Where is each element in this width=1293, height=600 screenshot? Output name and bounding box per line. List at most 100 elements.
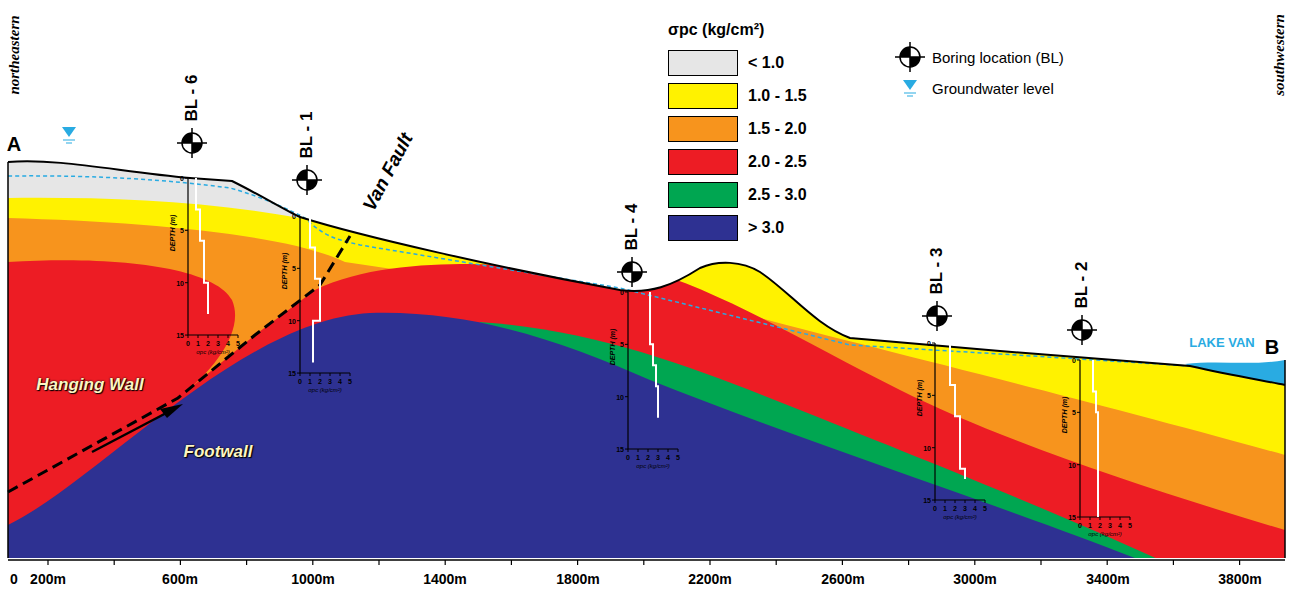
log-profile [196, 178, 208, 314]
legend-text: 1.5 - 2.0 [748, 120, 807, 138]
layer-grey [0, 100, 1293, 570]
log-ticks [625, 292, 678, 452]
boring-label: BL - 2 [1072, 262, 1092, 309]
legend-text: < 1.0 [748, 54, 784, 72]
distance-label: 1800m [556, 571, 600, 587]
legend-swatch [668, 83, 738, 109]
stress-axis-label: σpc (kg/cm²) [308, 387, 342, 393]
axis-tick [709, 560, 710, 565]
legend-groundwater-symbol [903, 80, 917, 96]
depth-axis-label: DEPTH (m) [1061, 397, 1068, 434]
layer-orange [8, 218, 1285, 560]
section-end-label: B [1265, 336, 1279, 359]
stress-tick: 0 [1078, 522, 1082, 529]
stress-tick: 5 [676, 454, 680, 461]
stress-axis-label: σpc (kg/cm²) [943, 514, 977, 520]
layer-blue [8, 313, 1140, 560]
stress-tick: 1 [636, 454, 640, 461]
log-axes [935, 343, 985, 500]
distance-label: 1000m [291, 571, 335, 587]
stress-tick: 3 [216, 340, 220, 347]
fault-name: Van Fault [358, 129, 417, 214]
axis-tick [312, 560, 313, 565]
depth-axis-label: DEPTH (m) [916, 380, 923, 417]
stress-tick: 3 [1108, 522, 1112, 529]
depth-tick: 15 [923, 497, 931, 504]
distance-label: 0 [10, 571, 18, 587]
legend-swatch [668, 149, 738, 175]
axis-ticks [48, 560, 1240, 565]
depth-tick: 10 [1068, 461, 1076, 468]
depth-tick: 0 [180, 175, 184, 182]
stress-tick: 0 [933, 505, 937, 512]
stress-tick: 0 [626, 454, 630, 461]
stress-tick: 4 [1118, 522, 1122, 529]
depth-tick: 15 [176, 332, 184, 339]
axis-tick [842, 560, 843, 565]
distance-label: 3000m [953, 571, 997, 587]
boring-label: BL - 3 [927, 248, 947, 295]
stress-tick: 3 [963, 505, 967, 512]
axis-tick [974, 560, 975, 565]
log-ticks [185, 178, 238, 338]
boring-label: BL - 6 [182, 75, 202, 122]
depth-tick: 15 [288, 370, 296, 377]
log-profile [310, 216, 320, 363]
stress-tick: 2 [1098, 522, 1102, 529]
axis-tick [1239, 560, 1240, 565]
ground-surface [8, 161, 1285, 385]
depth-tick: 0 [1072, 357, 1076, 364]
stress-tick: 5 [236, 340, 240, 347]
distance-label: 2200m [688, 571, 732, 587]
depth-tick: 10 [288, 317, 296, 324]
stress-tick: 0 [298, 378, 302, 385]
block-label: Hanging Wall [36, 375, 143, 395]
axis-tick [1040, 560, 1041, 565]
boring-symbol [1067, 315, 1097, 345]
distance-label: 3800m [1218, 571, 1262, 587]
stress-tick: 2 [318, 378, 322, 385]
axis-tick [776, 560, 777, 565]
arrow-head [160, 404, 183, 418]
depth-axis-label: DEPTH (m) [281, 253, 288, 290]
layer-red [8, 260, 1285, 560]
axis-tick [246, 560, 247, 565]
axis-tick [114, 560, 115, 565]
boring-symbol [922, 301, 952, 331]
direction-label: northeastern [6, 15, 23, 94]
axis-tick [908, 560, 909, 565]
depth-tick: 15 [1068, 514, 1076, 521]
depth-tick: 5 [1072, 409, 1076, 416]
depth-tick: 5 [927, 392, 931, 399]
depth-tick: 5 [620, 341, 624, 348]
stress-tick: 3 [328, 378, 332, 385]
depth-tick: 0 [292, 213, 296, 220]
depth-tick: 10 [923, 444, 931, 451]
groundwater-triangle [903, 80, 917, 90]
legend-text: Boring location (BL) [932, 49, 1064, 66]
layer-yellow [8, 198, 1285, 560]
boring-symbol [617, 257, 647, 287]
stress-tick: 1 [943, 505, 947, 512]
stress-tick: 1 [1088, 522, 1092, 529]
depth-axis-label: DEPTH (m) [169, 215, 176, 252]
stress-tick: 3 [656, 454, 660, 461]
axis-tick [1173, 560, 1174, 565]
legend-text: 2.5 - 3.0 [748, 186, 807, 204]
distance-axis [8, 559, 1285, 561]
log-profile [650, 292, 658, 418]
axis-tick [47, 560, 48, 565]
depth-tick: 0 [927, 340, 931, 347]
depth-axis-label: DEPTH (m) [609, 329, 616, 366]
legend-swatch [668, 116, 738, 142]
log-axes [1080, 360, 1130, 517]
log-profile [1093, 360, 1098, 517]
layers [0, 100, 1293, 570]
stress-tick: 5 [983, 505, 987, 512]
log-ticks [932, 343, 985, 503]
hanging-wall-arrow [92, 410, 172, 452]
depth-tick: 5 [292, 265, 296, 272]
stress-tick: 1 [196, 340, 200, 347]
section-edge [8, 162, 1285, 558]
